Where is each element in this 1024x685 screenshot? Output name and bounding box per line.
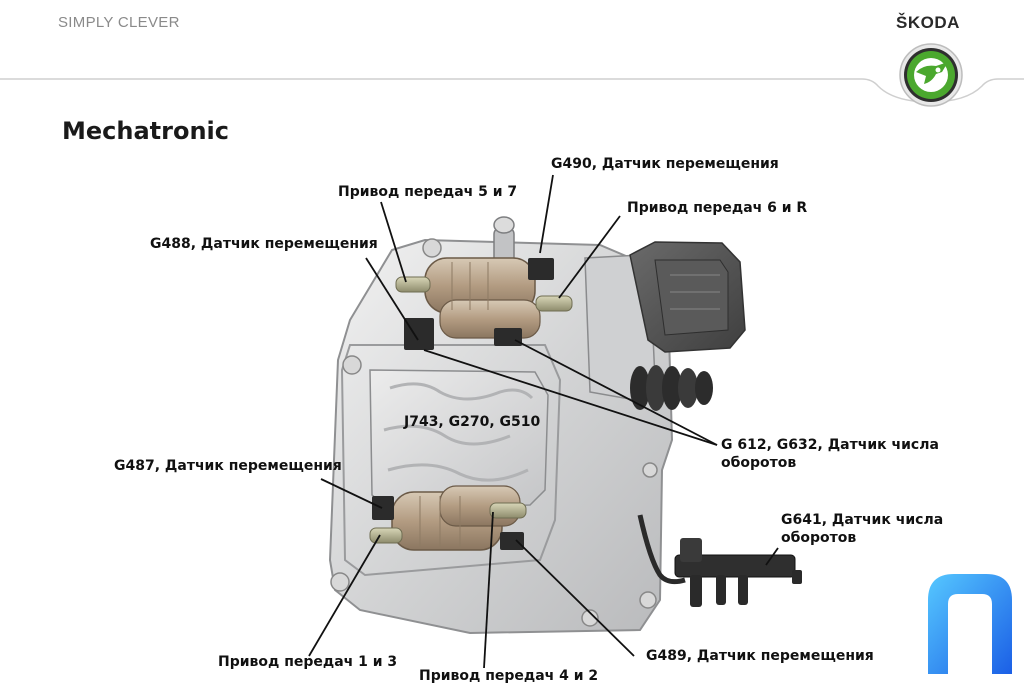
- label-g489: G489, Датчик перемещения: [646, 648, 874, 664]
- label-g612-line1: G 612, G632, Датчик числа: [721, 437, 939, 453]
- skoda-logo-icon: [899, 43, 963, 107]
- bellows: [630, 365, 713, 411]
- sensors: [372, 258, 554, 550]
- right-module: [584, 241, 746, 401]
- label-gear-6-r: Привод передач 6 и R: [627, 200, 808, 216]
- label-j743: J743, G270, G510: [404, 414, 541, 430]
- callout-lines: [308, 174, 779, 669]
- label-g641-line1: G641, Датчик числа: [781, 512, 944, 528]
- label-gear-1-3: Привод передач 1 и 3: [218, 654, 398, 670]
- label-g487: G487, Датчик перемещения: [114, 458, 342, 474]
- label-g612-line2: оборотов: [721, 455, 797, 471]
- slogan: SIMPLY CLEVER: [58, 14, 180, 31]
- control-unit-plate: [369, 369, 549, 511]
- label-g612: G 612, G632, Датчик числа оборотов: [721, 436, 939, 472]
- lower-actuator: [369, 485, 527, 551]
- label-g490: G490, Датчик перемещения: [551, 156, 779, 172]
- label-g641-line2: оборотов: [781, 530, 857, 546]
- label-g488: G488, Датчик перемещения: [150, 236, 378, 252]
- page-title: Mechatronic: [62, 117, 230, 145]
- g641-sensor-assembly: [637, 514, 802, 607]
- corner-brand-logo-icon: [928, 574, 1012, 674]
- label-g641: G641, Датчик числа оборотов: [781, 511, 943, 547]
- label-gear-5-7: Привод передач 5 и 7: [338, 184, 518, 200]
- brand-name: ŠKODA: [896, 13, 960, 32]
- label-gear-4-2: Привод передач 4 и 2: [419, 668, 599, 684]
